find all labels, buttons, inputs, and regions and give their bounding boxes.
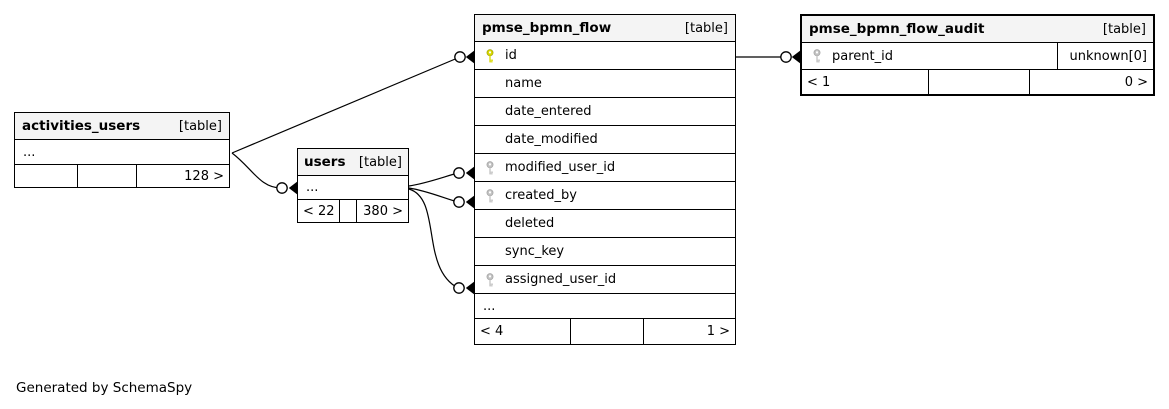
table-footer: < 4 1 >	[475, 319, 735, 344]
column-label: date_modified	[505, 132, 598, 147]
table-users[interactable]: users [table] ... < 22 380 >	[297, 148, 409, 223]
column-label: modified_user_id	[505, 160, 616, 175]
edge-odot	[453, 167, 465, 179]
edge-odot	[780, 51, 792, 63]
table-title: pmse_bpmn_flow	[482, 20, 612, 36]
edge-activities-users-to-flow-id	[231, 56, 461, 154]
foreign-key-icon	[811, 49, 823, 63]
footer-cell-parents-count: < 22	[303, 203, 335, 219]
primary-key-icon	[484, 48, 496, 63]
edge-arrowhead	[465, 195, 474, 209]
column-label: date_entered	[505, 104, 592, 119]
column-label: id	[505, 48, 517, 63]
column-row-ellipsis: ...	[15, 140, 229, 165]
foreign-key-icon	[484, 160, 496, 175]
table-header: pmse_bpmn_flow_audit [table]	[802, 16, 1153, 43]
footer-cell	[77, 165, 137, 187]
column-row-modified-user-id: modified_user_id	[475, 154, 735, 182]
column-label: ...	[306, 180, 319, 195]
column-label: name	[505, 76, 542, 91]
table-footer: < 1 0 >	[802, 70, 1153, 94]
column-row-created-by: created_by	[475, 182, 735, 210]
footer-cell-children-count: 128 >	[184, 168, 224, 184]
column-label: parent_id	[832, 48, 893, 64]
edge-odot	[453, 196, 465, 208]
table-type-tag: [table]	[358, 154, 402, 170]
column-row-sync-key: sync_key	[475, 238, 735, 266]
edge-users-to-assigned-user-id	[408, 188, 459, 289]
footer-cell-children-count: 0 >	[1124, 74, 1148, 90]
footer-cell	[570, 319, 644, 344]
footer-cell-parents-count: < 1	[807, 74, 831, 90]
table-pmse-bpmn-flow[interactable]: pmse_bpmn_flow [table] id name date_ente…	[474, 14, 736, 345]
column-label: ...	[23, 144, 36, 160]
footer-cell	[928, 70, 1030, 94]
column-row-deleted: deleted	[475, 210, 735, 238]
foreign-key-icon	[484, 272, 496, 287]
column-row-parent-id: parent_id unknown[0]	[802, 43, 1153, 70]
column-row-date-modified: date_modified	[475, 126, 735, 154]
edge-users-to-modified-user-id	[408, 172, 459, 187]
footer-cell-children-count: 1 >	[706, 324, 730, 339]
edge-arrowhead	[791, 50, 800, 64]
column-label: ...	[483, 298, 496, 314]
column-label: deleted	[505, 216, 555, 231]
table-header: pmse_bpmn_flow [table]	[475, 15, 735, 42]
table-title: users	[304, 154, 346, 170]
table-footer: 128 >	[15, 165, 229, 187]
table-activities-users[interactable]: activities_users [table] ... 128 >	[14, 112, 230, 188]
edge-activities-users-to-users	[231, 152, 282, 189]
table-header: activities_users [table]	[15, 113, 229, 140]
column-type-note: unknown[0]	[1057, 43, 1153, 69]
table-footer: < 22 380 >	[298, 200, 408, 222]
foreign-key-icon	[484, 188, 496, 203]
column-row-ellipsis: ...	[298, 176, 408, 200]
footer-cell	[15, 165, 77, 187]
column-row-name: name	[475, 70, 735, 98]
footer-cell-parents-count: < 4	[480, 324, 504, 339]
edge-odot	[454, 51, 466, 63]
table-type-tag: [table]	[178, 118, 222, 134]
table-pmse-bpmn-flow-audit[interactable]: pmse_bpmn_flow_audit [table] parent_id u…	[800, 14, 1155, 96]
footer-cell	[339, 200, 357, 222]
column-label: sync_key	[505, 244, 565, 259]
table-type-tag: [table]	[1102, 21, 1146, 37]
column-label: created_by	[505, 188, 577, 203]
edge-arrowhead	[465, 166, 474, 180]
table-header: users [table]	[298, 149, 408, 176]
edge-odot	[453, 282, 465, 294]
column-row-date-entered: date_entered	[475, 98, 735, 126]
footer-cell-children-count: 380 >	[363, 203, 403, 219]
edge-users-to-created-by	[408, 187, 459, 203]
generated-by-note: Generated by SchemaSpy	[16, 380, 193, 396]
edge-arrowhead	[465, 50, 474, 64]
column-row-id: id	[475, 42, 735, 70]
edge-arrowhead	[288, 181, 297, 195]
edge-arrowhead	[465, 281, 474, 295]
table-title: activities_users	[22, 118, 141, 134]
table-title: pmse_bpmn_flow_audit	[809, 21, 985, 37]
edge-odot	[276, 182, 288, 194]
column-row-assigned-user-id: assigned_user_id	[475, 266, 735, 294]
column-row-ellipsis: ...	[475, 294, 735, 319]
column-label: assigned_user_id	[505, 272, 617, 287]
table-type-tag: [table]	[684, 20, 728, 36]
